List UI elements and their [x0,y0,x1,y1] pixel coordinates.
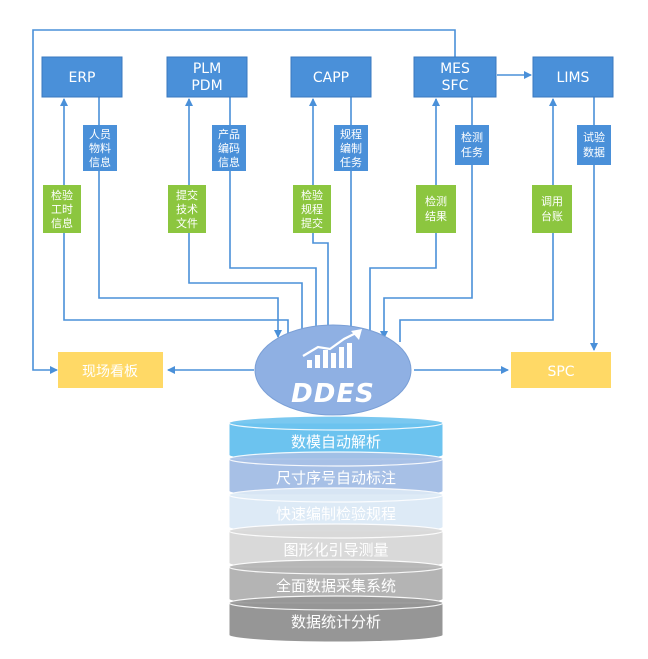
system-sfc-label: SFC [442,78,469,94]
system-erp: ERP [41,56,123,98]
connector-erp-to-ddes [98,96,282,338]
label-mes-inspection-result-line2: 结果 [425,210,447,223]
capability-layer: 数据统计分析 [228,595,444,643]
label-capp-plan-task-line1: 规程 [340,127,362,141]
label-mes-inspection-task-line1: 检测 [461,130,483,144]
output-spc: SPC [511,352,611,388]
label-plm-submit-docs-line3: 文件 [176,216,198,230]
label-capp-submit-plan-line2: 规程 [301,202,323,216]
capability-stack: 数模自动解析尺寸序号自动标注快速编制检验规程图形化引导测量全面数据采集系统数据统… [228,415,444,643]
green-labels: 检验 工时 信息 提交 技术 文件 检验 规程 提交 检测 结果 调用 台账 [43,185,572,233]
label-plm-product-code-line1: 产品 [218,127,240,141]
label-lims-test-data: 试验 数据 [577,125,611,165]
label-mes-inspection-result: 检测 结果 [416,185,456,233]
system-erp-label: ERP [68,70,95,86]
label-capp-submit-plan: 检验 规程 提交 [293,185,331,233]
system-lims: LIMS [532,56,614,98]
capability-layer: 快速编制检验规程 [228,487,444,535]
label-erp-personnel-line2: 物料 [89,141,111,155]
label-plm-product-code: 产品 编码 信息 [212,125,246,171]
system-plm-pdm: PLM PDM [166,56,248,98]
capability-layer-label: 尺寸序号自动标注 [276,469,396,487]
growth-chart-icon [302,329,362,368]
label-plm-product-code-line3: 信息 [218,155,240,169]
label-plm-product-code-line2: 编码 [218,141,240,155]
capability-layer-label: 数据统计分析 [291,613,381,631]
capability-layer: 图形化引导测量 [228,523,444,571]
output-board: 现场看板 [58,352,163,388]
capability-layer-label: 全面数据采集系统 [276,577,396,595]
system-pdm-label: PDM [191,78,222,94]
label-lims-test-data-line1: 试验 [583,130,605,144]
capability-layer: 尺寸序号自动标注 [228,451,444,499]
capability-layer-label: 快速编制检验规程 [276,505,396,523]
output-board-label: 现场看板 [82,364,138,380]
label-erp-inspection-hours: 检验 工时 信息 [43,185,81,233]
label-lims-invoke-ledger: 调用 台账 [532,185,572,233]
label-erp-inspection-hours-line1: 检验 [51,188,73,202]
system-mes-sfc: MES SFC [413,56,497,98]
blue-labels: 人员 物料 信息 产品 编码 信息 规程 编制 任务 检测 任务 试验 数据 [83,125,611,171]
label-lims-invoke-ledger-line2: 台账 [541,209,563,223]
ddes-hub-label: DDES [291,379,375,409]
system-lims-label: LIMS [557,70,590,86]
output-spc-label: SPC [547,364,574,380]
label-capp-plan-task: 规程 编制 任务 [334,125,368,171]
label-erp-inspection-hours-line3: 信息 [51,216,73,230]
capability-layer-top [228,487,444,503]
capability-layer-top [228,451,444,467]
connector-ddes-to-capp [309,98,329,338]
connector-plm-to-ddes [229,96,320,339]
label-capp-submit-plan-line3: 提交 [301,216,323,230]
label-erp-personnel-line1: 人员 [89,128,111,141]
label-lims-test-data-line2: 数据 [583,145,605,159]
capability-layer: 数模自动解析 [228,415,444,463]
label-mes-inspection-task-line2: 任务 [461,146,483,159]
label-lims-invoke-ledger-line1: 调用 [541,195,563,208]
capability-layer-body [228,602,444,643]
capability-layer-label: 图形化引导测量 [283,541,388,559]
system-capp-label: CAPP [313,70,349,86]
label-mes-inspection-result-line1: 检测 [425,194,447,208]
system-plm-label: PLM [193,61,221,77]
capability-layer-top [228,559,444,575]
capability-layer-top [228,523,444,539]
system-boxes: ERP PLM PDM CAPP MES SFC LIMS [41,56,614,98]
label-plm-submit-docs-line2: 技术 [176,203,198,216]
connector-mes-to-board [32,29,456,374]
label-plm-submit-docs-line1: 提交 [176,188,198,202]
system-capp: CAPP [290,56,372,98]
system-mes-label: MES [440,61,470,77]
capability-layer-top [228,415,444,431]
label-plm-submit-docs: 提交 技术 文件 [168,185,206,233]
capability-layer-label: 数模自动解析 [291,433,381,451]
connector-ddes-to-mes [369,98,440,338]
label-erp-personnel-line3: 信息 [89,155,111,169]
label-capp-plan-task-line2: 编制 [340,141,362,155]
label-erp-inspection-hours-line2: 工时 [51,203,73,216]
capability-layer-top [228,595,444,611]
capability-layer: 全面数据采集系统 [228,559,444,607]
label-mes-inspection-task: 检测 任务 [455,125,489,165]
label-capp-plan-task-line3: 任务 [340,156,362,169]
connector-mes-to-ddes [380,96,473,339]
label-capp-submit-plan-line1: 检验 [301,188,323,202]
label-erp-personnel: 人员 物料 信息 [83,125,117,171]
ddes-hub: DDES [254,324,412,416]
